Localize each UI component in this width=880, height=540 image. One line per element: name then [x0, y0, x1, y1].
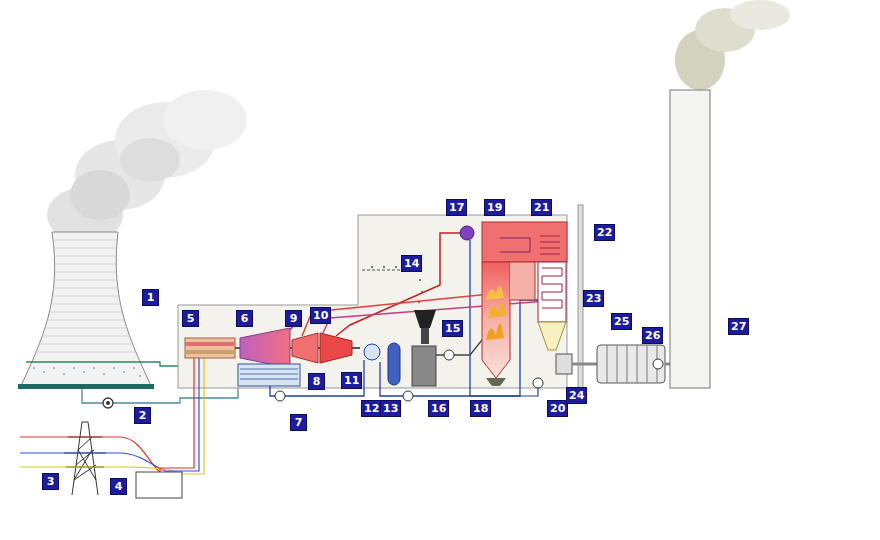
flue-duct [572, 363, 597, 366]
hopper [538, 322, 566, 350]
tower-bands [0, 240, 160, 352]
coil [542, 268, 562, 308]
pump [103, 398, 113, 408]
wire [168, 355, 199, 472]
callout-number: 8 [308, 373, 325, 390]
turbine-set [235, 328, 360, 368]
reheat [322, 300, 560, 335]
callout-number: 18 [470, 400, 491, 417]
generator-body [185, 338, 235, 358]
chimney [670, 90, 710, 388]
cooling-tower [0, 232, 160, 389]
convection-pass [510, 262, 535, 300]
callout-number: 17 [446, 199, 467, 216]
reheater [500, 238, 530, 252]
water-spray [33, 367, 141, 377]
feed-pump [403, 391, 413, 401]
steam [163, 90, 247, 150]
callout-number: 9 [285, 310, 302, 327]
air-preheater [556, 354, 572, 374]
callout-number: 14 [401, 255, 422, 272]
callout-number: 2 [134, 407, 151, 424]
main-steam [336, 233, 467, 336]
callout-number: 26 [642, 327, 663, 344]
steam-drum [460, 226, 474, 240]
pump-hub [106, 401, 110, 405]
pipe [469, 240, 470, 396]
wire [20, 453, 168, 472]
ash-hopper [486, 378, 506, 386]
callout-number: 7 [290, 414, 307, 431]
callout-number: 13 [380, 400, 401, 417]
power-lines [20, 355, 204, 474]
transmission-tower [64, 422, 106, 495]
callout-number: 5 [182, 310, 199, 327]
induced-draft-fan [653, 359, 663, 369]
condensate-pump [275, 391, 285, 401]
steam [120, 138, 180, 182]
furnace [482, 262, 510, 378]
superheater [540, 236, 560, 254]
tower-bracing [74, 437, 96, 480]
coal-chute [421, 328, 429, 344]
stripe [185, 342, 235, 346]
flames [486, 286, 506, 340]
steam-cloud [47, 90, 247, 243]
condenser-shell [238, 364, 300, 386]
callout-number: 27 [728, 318, 749, 335]
callout-number: 22 [594, 224, 615, 241]
forced-draft-fan [533, 378, 543, 388]
generator [185, 338, 235, 358]
low-pressure-turbine [240, 328, 290, 368]
precipitator [597, 345, 665, 383]
smoke-cloud [675, 0, 790, 90]
callout-number: 10 [310, 307, 331, 324]
callout-number: 25 [611, 313, 632, 330]
economiser [538, 262, 566, 350]
feedwater-heater [388, 343, 400, 385]
air-fan [444, 350, 454, 360]
callout-number: 16 [428, 400, 449, 417]
steam [70, 170, 130, 220]
wire [20, 467, 176, 472]
spray-header [26, 361, 146, 363]
wire [160, 355, 194, 472]
callout-number: 11 [341, 372, 362, 389]
callout-number: 1 [142, 289, 159, 306]
callout-number: 24 [566, 387, 587, 404]
transformer [136, 472, 182, 498]
tower-basin [18, 384, 154, 389]
callout-number: 19 [484, 199, 505, 216]
smoke [730, 0, 790, 30]
plant-building [178, 215, 567, 388]
boiler [460, 222, 567, 386]
condenser [238, 364, 300, 386]
intermediate-pressure-turbine [292, 333, 318, 363]
callout-number: 6 [236, 310, 253, 327]
tower-legs [72, 422, 98, 495]
stripe [185, 350, 235, 354]
boiler-top [482, 222, 567, 262]
callout-number: 3 [42, 473, 59, 490]
callout-number: 23 [583, 290, 604, 307]
callout-number: 15 [442, 320, 463, 337]
pulverizer [412, 346, 436, 386]
callout-number: 21 [531, 199, 552, 216]
tower-shell [20, 232, 152, 388]
callout-number: 4 [110, 478, 127, 495]
feedwater-pipes [270, 240, 560, 396]
economiser-casing [538, 262, 566, 322]
wire [176, 355, 204, 474]
precipitator-body [597, 345, 665, 383]
high-pressure-turbine [320, 333, 352, 363]
pipe [470, 388, 538, 396]
pipe [270, 360, 364, 396]
coal-hopper [414, 310, 436, 328]
deaerator [364, 344, 380, 360]
